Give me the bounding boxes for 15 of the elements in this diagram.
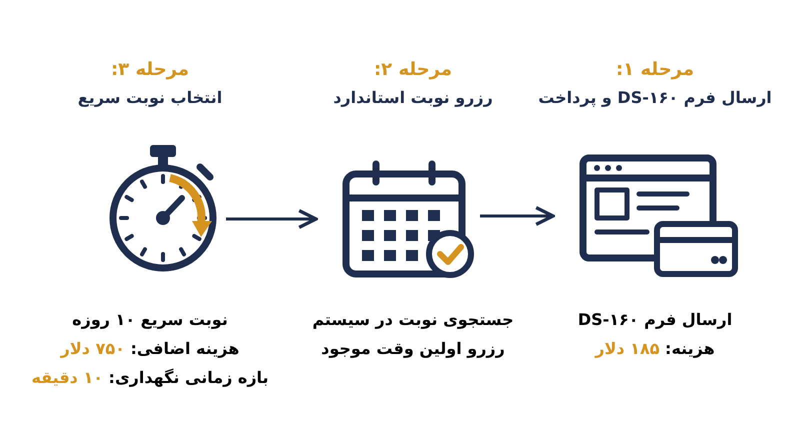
step-detail: هزینه: ۱۸۵ دلار: [595, 339, 715, 358]
step-title: رزرو نوبت استاندارد: [333, 88, 493, 107]
step-label: مرحله ۲:: [374, 59, 452, 80]
arrow: [480, 206, 555, 226]
step-title: ارسال فرم DS-۱۶۰ و پرداخت: [538, 88, 772, 107]
step-detail: هزینه اضافی: ۷۵۰ دلار: [60, 339, 240, 358]
step-detail: بازه زمانی نگهداری: ۱۰ دقیقه: [31, 368, 269, 387]
step-detail: ارسال فرم DS-۱۶۰: [578, 310, 732, 329]
step-label: مرحله ۳:: [110, 59, 190, 80]
step-label: مرحله ۱:: [616, 59, 694, 80]
arrow: [226, 208, 318, 230]
step-detail: رزرو اولین وقت موجود: [321, 339, 505, 358]
step-detail: جستجوی نوبت در سیستم: [312, 310, 514, 329]
step-title: انتخاب نوبت سریع: [78, 88, 222, 107]
step-detail: نوبت سریع ۱۰ روزه: [72, 310, 228, 329]
